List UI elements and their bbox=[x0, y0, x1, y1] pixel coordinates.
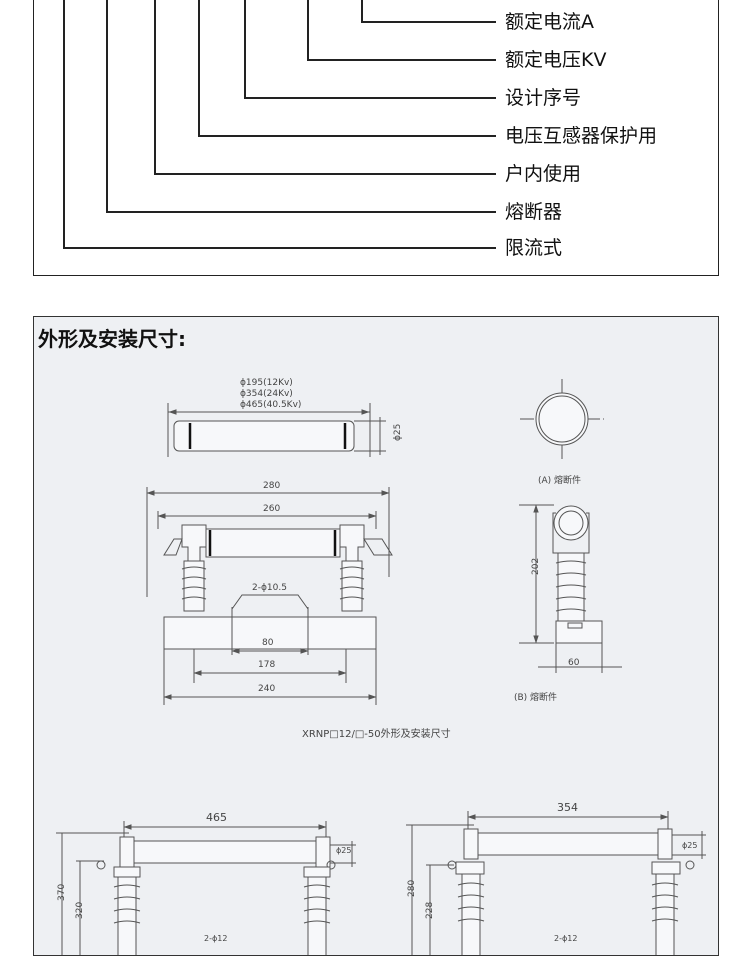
lower-left-assembly: 465 370 320 ϕ25 2-ϕ bbox=[56, 811, 356, 955]
code-label-design-serial: 设计序号 bbox=[505, 87, 582, 109]
caption-b: (B) 熔断件 bbox=[514, 691, 557, 703]
dim-dia-left: ϕ25 bbox=[336, 846, 351, 855]
dim-280: 280 bbox=[263, 481, 280, 491]
dim-280-lower: 280 bbox=[407, 880, 417, 897]
fuse-length-40kv: ϕ465(40.5Kv) bbox=[240, 400, 301, 410]
caption-main: XRNP□12/□-50外形及安装尺寸 bbox=[302, 727, 451, 740]
dim-320: 320 bbox=[75, 902, 85, 919]
code-label-current-limiting: 限流式 bbox=[505, 237, 563, 259]
dim-240: 240 bbox=[258, 684, 275, 694]
dim-370: 370 bbox=[57, 884, 67, 901]
dim-holes-right: 2-ϕ12 bbox=[554, 934, 577, 943]
base-side-view: 202 60 (B) 熔断件 bbox=[514, 504, 622, 703]
dim-260: 260 bbox=[263, 504, 280, 514]
dim-178: 178 bbox=[258, 660, 275, 670]
dim-80: 80 bbox=[262, 638, 274, 648]
code-label-rated-current: 额定电流A bbox=[505, 11, 594, 33]
fuse-length-24kv: ϕ354(24Kv) bbox=[240, 389, 293, 399]
fuse-diameter: ϕ25 bbox=[393, 424, 403, 441]
fuse-length-12kv: ϕ195(12Kv) bbox=[240, 378, 293, 388]
code-label-indoor: 户内使用 bbox=[505, 163, 582, 185]
dim-60: 60 bbox=[568, 658, 580, 668]
dim-holes-left: 2-ϕ12 bbox=[204, 934, 227, 943]
section-title: 外形及安装尺寸: bbox=[38, 327, 186, 351]
dim-354: 354 bbox=[557, 801, 578, 814]
base-front-view: 280 260 2-ϕ10.5 bbox=[146, 481, 393, 705]
dim-465: 465 bbox=[206, 811, 227, 824]
fuse-end-view: (A) 熔断件 bbox=[520, 379, 604, 486]
dim-202: 202 bbox=[531, 558, 541, 575]
dim-228: 228 bbox=[425, 902, 435, 919]
caption-a: (A) 熔断件 bbox=[538, 474, 581, 486]
dim-dia-right: ϕ25 bbox=[682, 841, 697, 850]
code-label-rated-voltage: 额定电压KV bbox=[505, 49, 607, 71]
dimensions-panel: 外形及安装尺寸: ϕ195(12Kv) ϕ354(24Kv) ϕ465(40.5… bbox=[33, 316, 719, 956]
code-label-fuse: 熔断器 bbox=[505, 201, 563, 223]
dim-holes-top: 2-ϕ10.5 bbox=[252, 583, 287, 593]
dimension-drawing: ϕ195(12Kv) ϕ354(24Kv) ϕ465(40.5Kv) ϕ25 (… bbox=[56, 378, 706, 955]
fuse-top-view: ϕ195(12Kv) ϕ354(24Kv) ϕ465(40.5Kv) ϕ25 bbox=[167, 378, 403, 457]
code-label-vt-protection: 电压互感器保护用 bbox=[505, 125, 658, 147]
lower-right-assembly: 354 280 228 ϕ25 2-ϕ bbox=[406, 801, 706, 955]
model-code-box bbox=[33, 0, 719, 276]
